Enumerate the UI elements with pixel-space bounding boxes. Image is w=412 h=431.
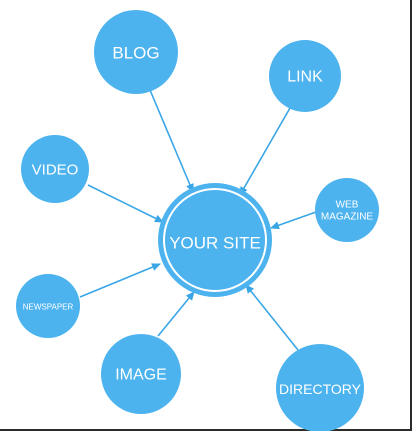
node-video-label: VIDEO: [32, 162, 79, 179]
arrow-image-to-center: [157, 291, 195, 337]
arrow-group: [79, 89, 317, 351]
node-image-circle: [101, 334, 181, 414]
frame-bottom-edge: [0, 429, 412, 431]
node-newspaper-circle: [16, 274, 80, 338]
arrow-blog-to-center: [149, 89, 194, 193]
node-link-circle: [269, 40, 341, 112]
node-blog: BLOG: [94, 10, 178, 94]
node-newspaper: NEWSPAPER: [16, 274, 80, 338]
frame-right-edge: [410, 0, 412, 431]
arrow-directory-to-center: [245, 284, 299, 351]
center-node: YOUR SITE: [158, 183, 272, 297]
arrow-video-to-center: [87, 184, 164, 223]
node-video: VIDEO: [21, 135, 89, 203]
arrow-newspaper-to-center: [79, 263, 161, 298]
center-node-label: YOUR SITE: [169, 234, 261, 253]
node-link-label: LINK: [287, 69, 323, 86]
arrow-web-magazine-to-center: [270, 211, 317, 230]
node-directory-circle: [276, 344, 364, 431]
node-video-circle: [21, 135, 89, 203]
node-web-magazine-circle: [315, 178, 379, 242]
node-blog-label: BLOG: [112, 44, 159, 63]
node-image: IMAGE: [101, 334, 181, 414]
node-image-label: IMAGE: [115, 367, 167, 384]
node-link: LINK: [269, 40, 341, 112]
node-newspaper-label: NEWSPAPER: [23, 303, 74, 312]
node-directory: DIRECTORY: [276, 344, 364, 431]
center-node-ring: [163, 188, 267, 292]
arrow-link-to-center: [239, 107, 291, 196]
center-node-circle: [158, 183, 272, 297]
node-blog-circle: [94, 10, 178, 94]
node-web-magazine-label: MAGAZINE: [321, 212, 374, 223]
node-web-magazine-label: WEB: [336, 200, 359, 211]
node-directory-label: DIRECTORY: [279, 381, 362, 397]
